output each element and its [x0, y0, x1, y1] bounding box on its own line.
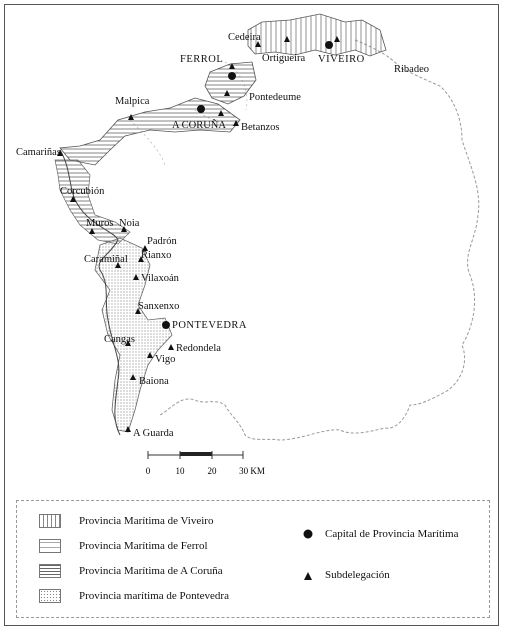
capital-icon [303, 529, 313, 539]
subdelegacion-marker [128, 114, 134, 120]
place-label: Sanxenxo [138, 301, 179, 312]
coast-line [59, 149, 121, 436]
place-label: Noia [119, 218, 140, 229]
place-label: VIVEIRO [318, 54, 365, 65]
place-label: Ribadeo [394, 64, 429, 75]
place-label: Rianxo [141, 250, 171, 261]
zone-ferrol [204, 61, 257, 105]
subdelegacion-marker [284, 36, 290, 42]
subdelegacion-marker [125, 426, 131, 432]
place-label: Ortigueira [262, 53, 305, 64]
place-label: Baiona [139, 376, 169, 387]
subdelegacion-marker [125, 340, 131, 346]
zone-viveiro [247, 13, 387, 57]
subdelegacion-marker [130, 374, 136, 380]
zone-coruna-south [54, 159, 131, 245]
place-label: Cangas [104, 334, 135, 345]
swatch-pontevedra [39, 589, 61, 603]
place-label: Pontedeume [249, 92, 301, 103]
subdelegacion-marker [233, 120, 239, 126]
subdelegacion-marker [229, 63, 235, 69]
place-label: Corcubión [60, 186, 105, 197]
place-label: Muros [86, 218, 113, 229]
place-label: Camariñas [16, 147, 61, 158]
zone-coruna [59, 97, 241, 166]
capital-marker [325, 41, 333, 49]
subdelegacion-marker [218, 110, 224, 116]
capital-marker [162, 321, 170, 329]
place-label: Caramiñal [84, 254, 128, 265]
subdelegacion-marker [224, 90, 230, 96]
subdelegacion-marker [255, 41, 261, 47]
place-label: PONTEVEDRA [172, 320, 247, 331]
scale-tick: 30 KM [239, 466, 265, 476]
scale-tick: 10 [176, 466, 186, 476]
legend-pontevedra: Provincia marítima de Pontevedra [79, 590, 229, 602]
place-label: Cedeira [228, 32, 261, 43]
subdelegacion-marker [168, 344, 174, 350]
subdelegacion-marker [133, 274, 139, 280]
subdelegacion-icon [304, 572, 312, 580]
legend-ferrol: Provincia Marítima de Ferrol [79, 540, 208, 552]
place-label: Redondela [176, 343, 221, 354]
subdelegacion-marker [89, 228, 95, 234]
legend-coruna: Provincia Marítima de A Coruña [79, 565, 223, 577]
subdelegacion-marker [121, 226, 127, 232]
legend-subdelegacion: Subdelegación [325, 569, 390, 581]
subdelegacion-marker [334, 36, 340, 42]
place-label: Betanzos [241, 122, 280, 133]
legend-capital: Capital de Provincia Marítima [325, 528, 459, 540]
map-frame [4, 4, 499, 626]
subdelegacion-marker [138, 256, 144, 262]
capital-marker [197, 105, 205, 113]
place-label: Malpica [115, 96, 150, 107]
scale-bar: 0 10 20 30 KM [146, 451, 265, 476]
map-legend: Provincia Marítima de Viveiro Provincia … [16, 500, 490, 618]
capital-marker [228, 72, 236, 80]
swatch-coruna [39, 564, 61, 578]
place-label: Padrón [147, 236, 177, 247]
swatch-ferrol [39, 539, 61, 553]
swatch-viveiro [39, 514, 61, 528]
place-label: A Guarda [133, 428, 174, 439]
subdelegacion-marker [135, 308, 141, 314]
subdelegacion-marker [70, 196, 76, 202]
subdelegacion-markers [57, 36, 340, 432]
galicia-outline [159, 39, 480, 441]
legend-viveiro: Provincia Marítima de Viveiro [79, 515, 214, 527]
subdelegacion-marker [142, 245, 148, 251]
place-label: Vigo [155, 354, 175, 365]
place-label: A CORUÑA [172, 119, 226, 131]
scale-tick: 0 [146, 466, 151, 476]
zone-pontevedra [94, 237, 173, 433]
subdelegacion-marker [57, 150, 63, 156]
scale-tick: 20 [208, 466, 218, 476]
subdelegacion-marker [147, 352, 153, 358]
place-label: Vilaxoán [141, 273, 180, 284]
place-label: FERROL [180, 54, 223, 65]
subdelegacion-marker [115, 262, 121, 268]
